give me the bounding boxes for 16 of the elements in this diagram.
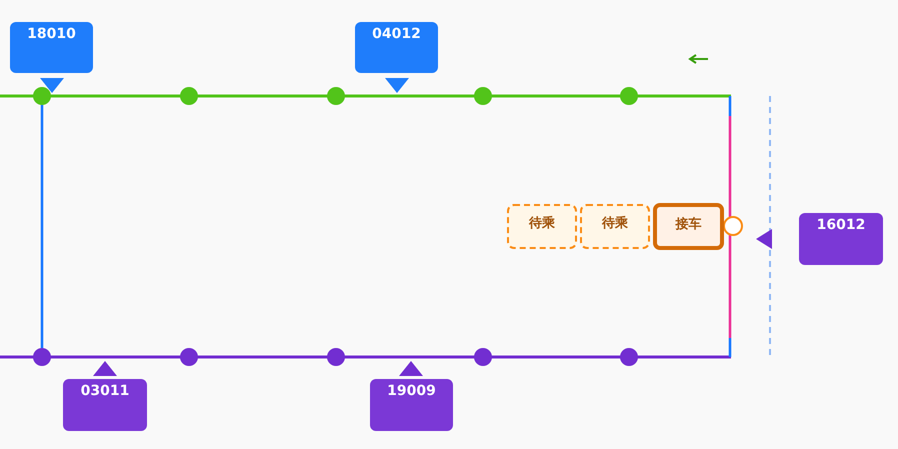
bus-tag [370, 379, 453, 431]
status-text: 待乘 [529, 214, 555, 232]
status-text: 待乘 [602, 214, 628, 232]
pickup-box [653, 203, 724, 250]
bus-number: 03011 [80, 383, 130, 399]
bus-tag [10, 22, 93, 73]
bus-tag [799, 213, 883, 265]
bus-number: 16012 [816, 217, 866, 233]
bus-number: 19009 [387, 383, 436, 399]
waiting-box [580, 204, 650, 249]
status-text: 接车 [676, 216, 702, 233]
bus-number: 18010 [27, 26, 76, 42]
bus-number: 04012 [372, 26, 421, 42]
bus-tag [355, 22, 438, 73]
waiting-box [507, 204, 577, 249]
bus-tag [63, 379, 147, 431]
